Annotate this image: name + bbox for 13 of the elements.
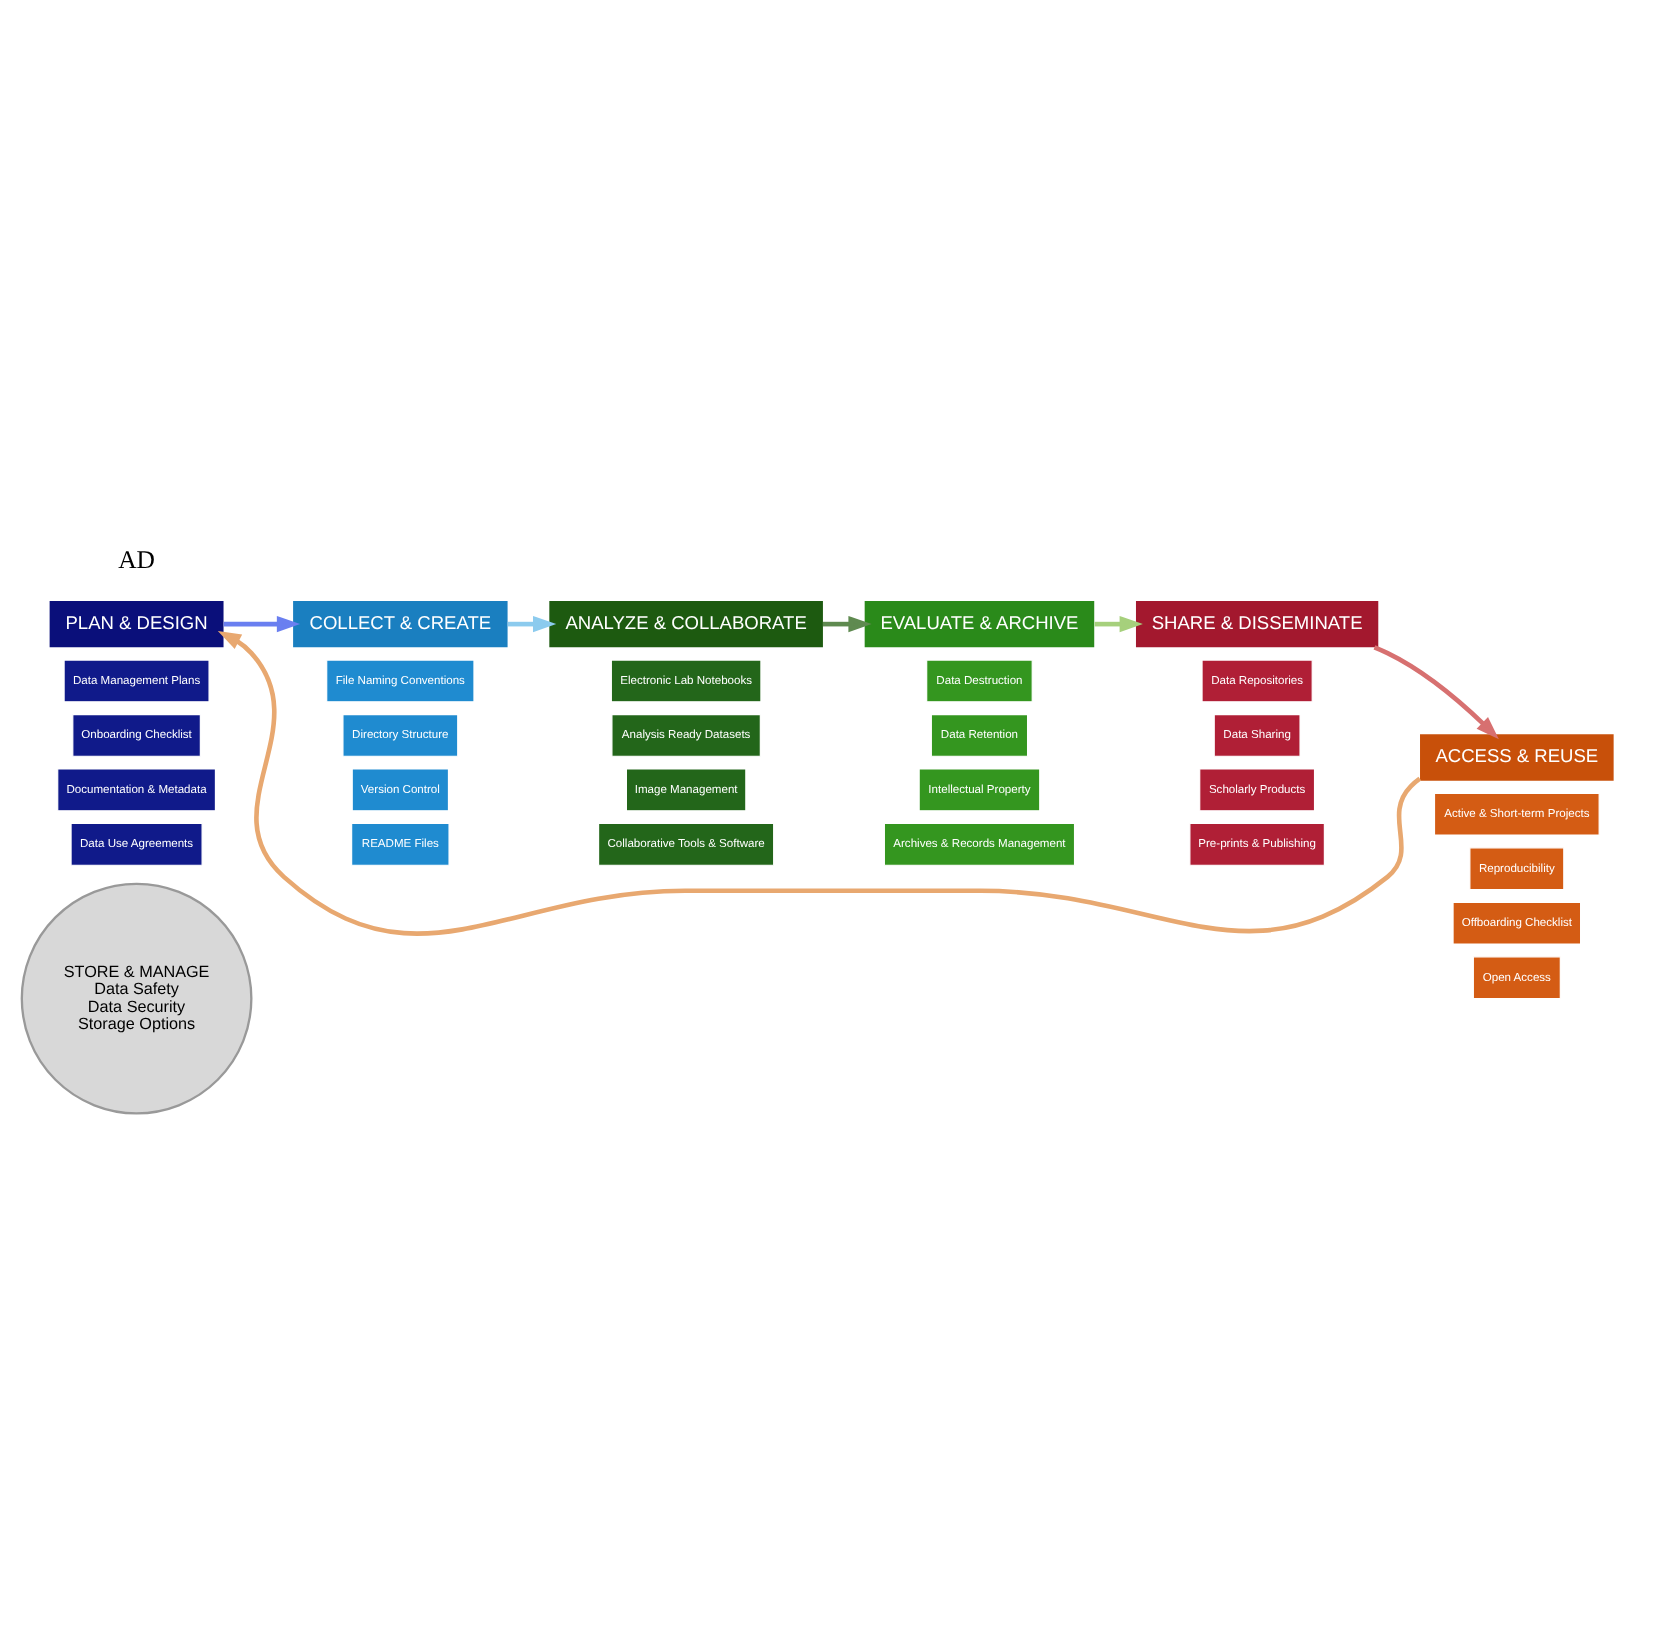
node-box: ACCESS & REUSE — [1420, 733, 1614, 780]
arrow — [1094, 614, 1143, 632]
arrow — [1373, 644, 1499, 739]
node-box: PLAN & DESIGN — [49, 599, 224, 647]
arrow — [507, 614, 557, 632]
node-box: EVALUATE & ARCHIVE — [864, 599, 1095, 647]
arrow — [823, 614, 872, 632]
node-box: ANALYZE & COLLABORATE — [549, 599, 823, 647]
arrow — [223, 614, 301, 632]
label: AD — [118, 545, 155, 573]
arrow — [217, 630, 1422, 935]
node-box: SHARE & DISSEMINATE — [1135, 599, 1379, 647]
node-box: COLLECT & CREATE — [293, 599, 508, 647]
